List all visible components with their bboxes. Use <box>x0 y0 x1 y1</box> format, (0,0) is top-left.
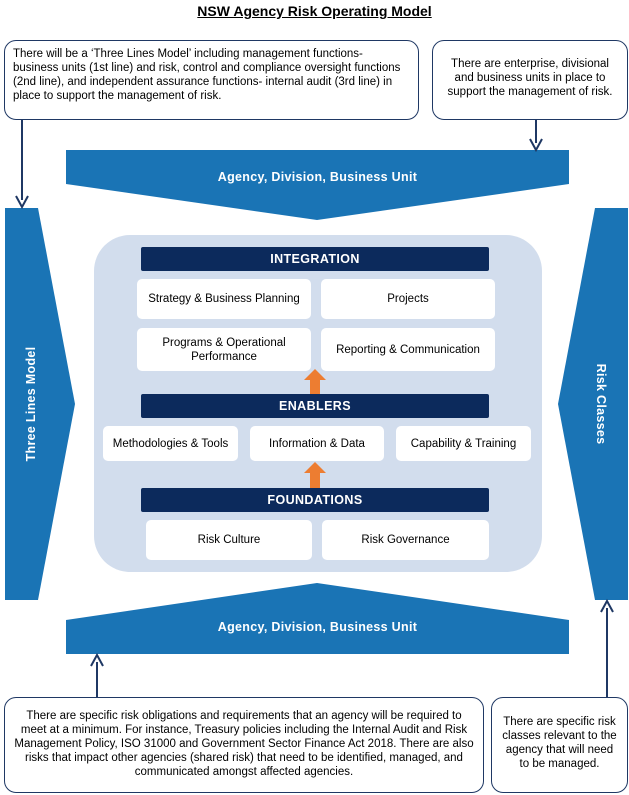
arrowhead-down-right <box>529 138 543 153</box>
callout-risk-obligations: There are specific risk obligations and … <box>4 697 484 793</box>
foundations-item-governance: Risk Governance <box>322 520 489 560</box>
right-band <box>558 208 628 600</box>
left-band <box>5 208 75 600</box>
arrowhead-up-right <box>600 598 614 613</box>
enablers-header: ENABLERS <box>141 394 489 418</box>
integration-item-programs: Programs & Operational Performance <box>137 328 311 371</box>
up-arrow-icon <box>304 462 326 489</box>
integration-item-projects: Projects <box>321 279 495 319</box>
foundations-header: FOUNDATIONS <box>141 488 489 512</box>
bottom-band <box>66 583 569 654</box>
page-title: NSW Agency Risk Operating Model <box>197 3 432 19</box>
enablers-item-capability: Capability & Training <box>396 426 531 461</box>
bottom-band-label: Agency, Division, Business Unit <box>217 620 418 634</box>
right-band-label: Risk Classes <box>594 363 608 445</box>
integration-item-reporting: Reporting & Communication <box>321 328 495 371</box>
arrowhead-up-left <box>90 652 104 667</box>
callout-three-lines: There will be a ‘Three Lines Model’ incl… <box>4 40 419 120</box>
left-band-label: Three Lines Model <box>24 346 38 462</box>
arrowhead-down-left <box>15 195 29 210</box>
callout-enterprise-units: There are enterprise, divisional and bus… <box>432 40 628 120</box>
enablers-item-methodologies: Methodologies & Tools <box>103 426 238 461</box>
enablers-item-information: Information & Data <box>250 426 384 461</box>
foundations-item-culture: Risk Culture <box>146 520 312 560</box>
callout-risk-classes: There are specific risk classes relevant… <box>491 697 628 793</box>
integration-item-strategy: Strategy & Business Planning <box>137 279 311 319</box>
integration-header: INTEGRATION <box>141 247 489 271</box>
top-band-label: Agency, Division, Business Unit <box>217 170 418 184</box>
up-arrow-icon <box>304 369 326 396</box>
top-band <box>66 150 569 220</box>
